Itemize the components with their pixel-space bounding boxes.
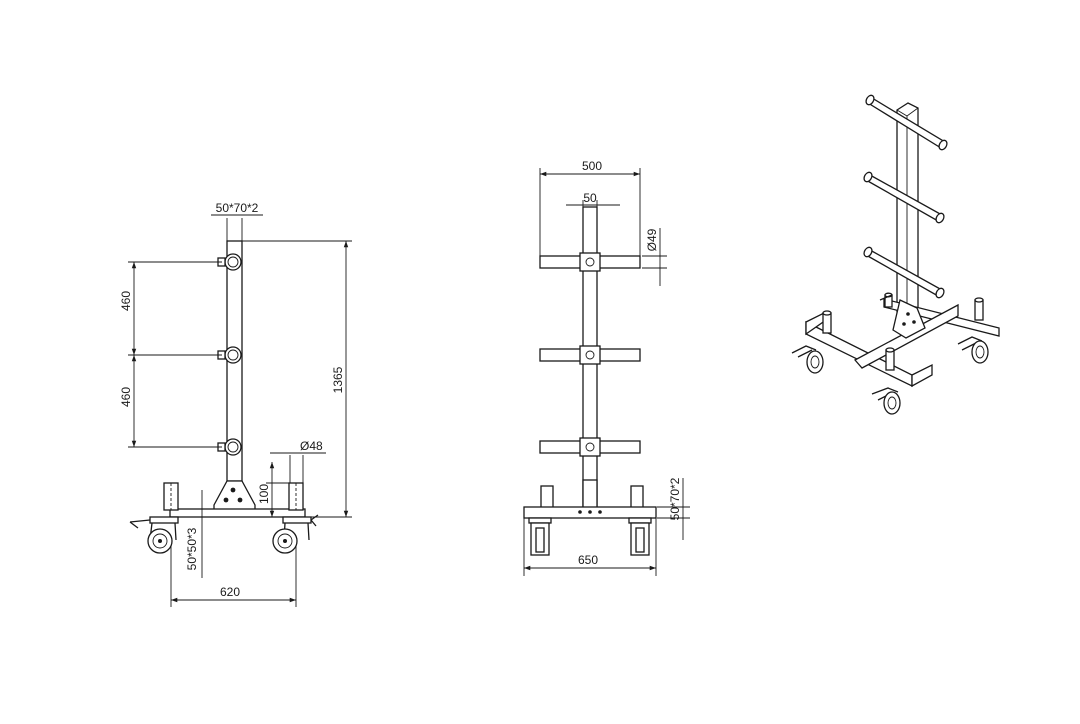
dim-side-base-height: 100	[257, 484, 271, 504]
front-caster-left	[528, 517, 552, 556]
iso-post-front-right	[885, 347, 895, 371]
iso-post-front-left	[822, 310, 832, 334]
iso-view	[791, 94, 1000, 415]
front-arm-top	[539, 252, 641, 272]
front-arm-middle	[539, 345, 641, 365]
iso-caster-front-left	[791, 345, 824, 374]
iso-bar-middle	[863, 171, 945, 224]
side-caster-right	[272, 514, 319, 554]
side-view: 50*70*2 460 460 1365 Ø48 100	[119, 201, 352, 607]
front-arm-bottom	[539, 437, 641, 457]
side-dimensions: 50*70*2 460 460 1365 Ø48 100	[119, 201, 352, 607]
dim-front-base-tube: 50*70*2	[668, 477, 682, 520]
front-dimensions: 500 50 Ø49 50*70*2 650	[523, 159, 690, 576]
dim-side-height: 1365	[331, 366, 345, 393]
dim-side-spacing-top: 460	[119, 291, 133, 311]
iso-caster-back-right	[957, 336, 989, 364]
iso-bar-top	[865, 94, 948, 151]
iso-post-back-right	[974, 297, 984, 321]
side-caster-left	[129, 516, 179, 554]
dim-front-arm-span: 500	[582, 159, 602, 173]
iso-caster-front-right	[871, 387, 901, 415]
dim-side-pin-diameter: Ø48	[300, 439, 323, 453]
dim-front-arm-diameter: Ø49	[645, 228, 659, 251]
dim-side-spacing-bottom: 460	[119, 387, 133, 407]
dim-front-base-width: 650	[578, 553, 598, 567]
iso-bar-bottom	[863, 246, 945, 299]
dim-side-width: 620	[220, 585, 240, 599]
iso-caster-back-left	[879, 294, 893, 301]
dim-front-upright: 50	[583, 191, 597, 205]
front-caster-right	[628, 517, 652, 556]
dim-side-base-tube: 50*50*3	[185, 527, 199, 570]
side-base-beam	[169, 508, 306, 518]
dim-side-tube: 50*70*2	[216, 201, 259, 215]
front-view: 500 50 Ø49 50*70*2 650	[523, 159, 690, 576]
